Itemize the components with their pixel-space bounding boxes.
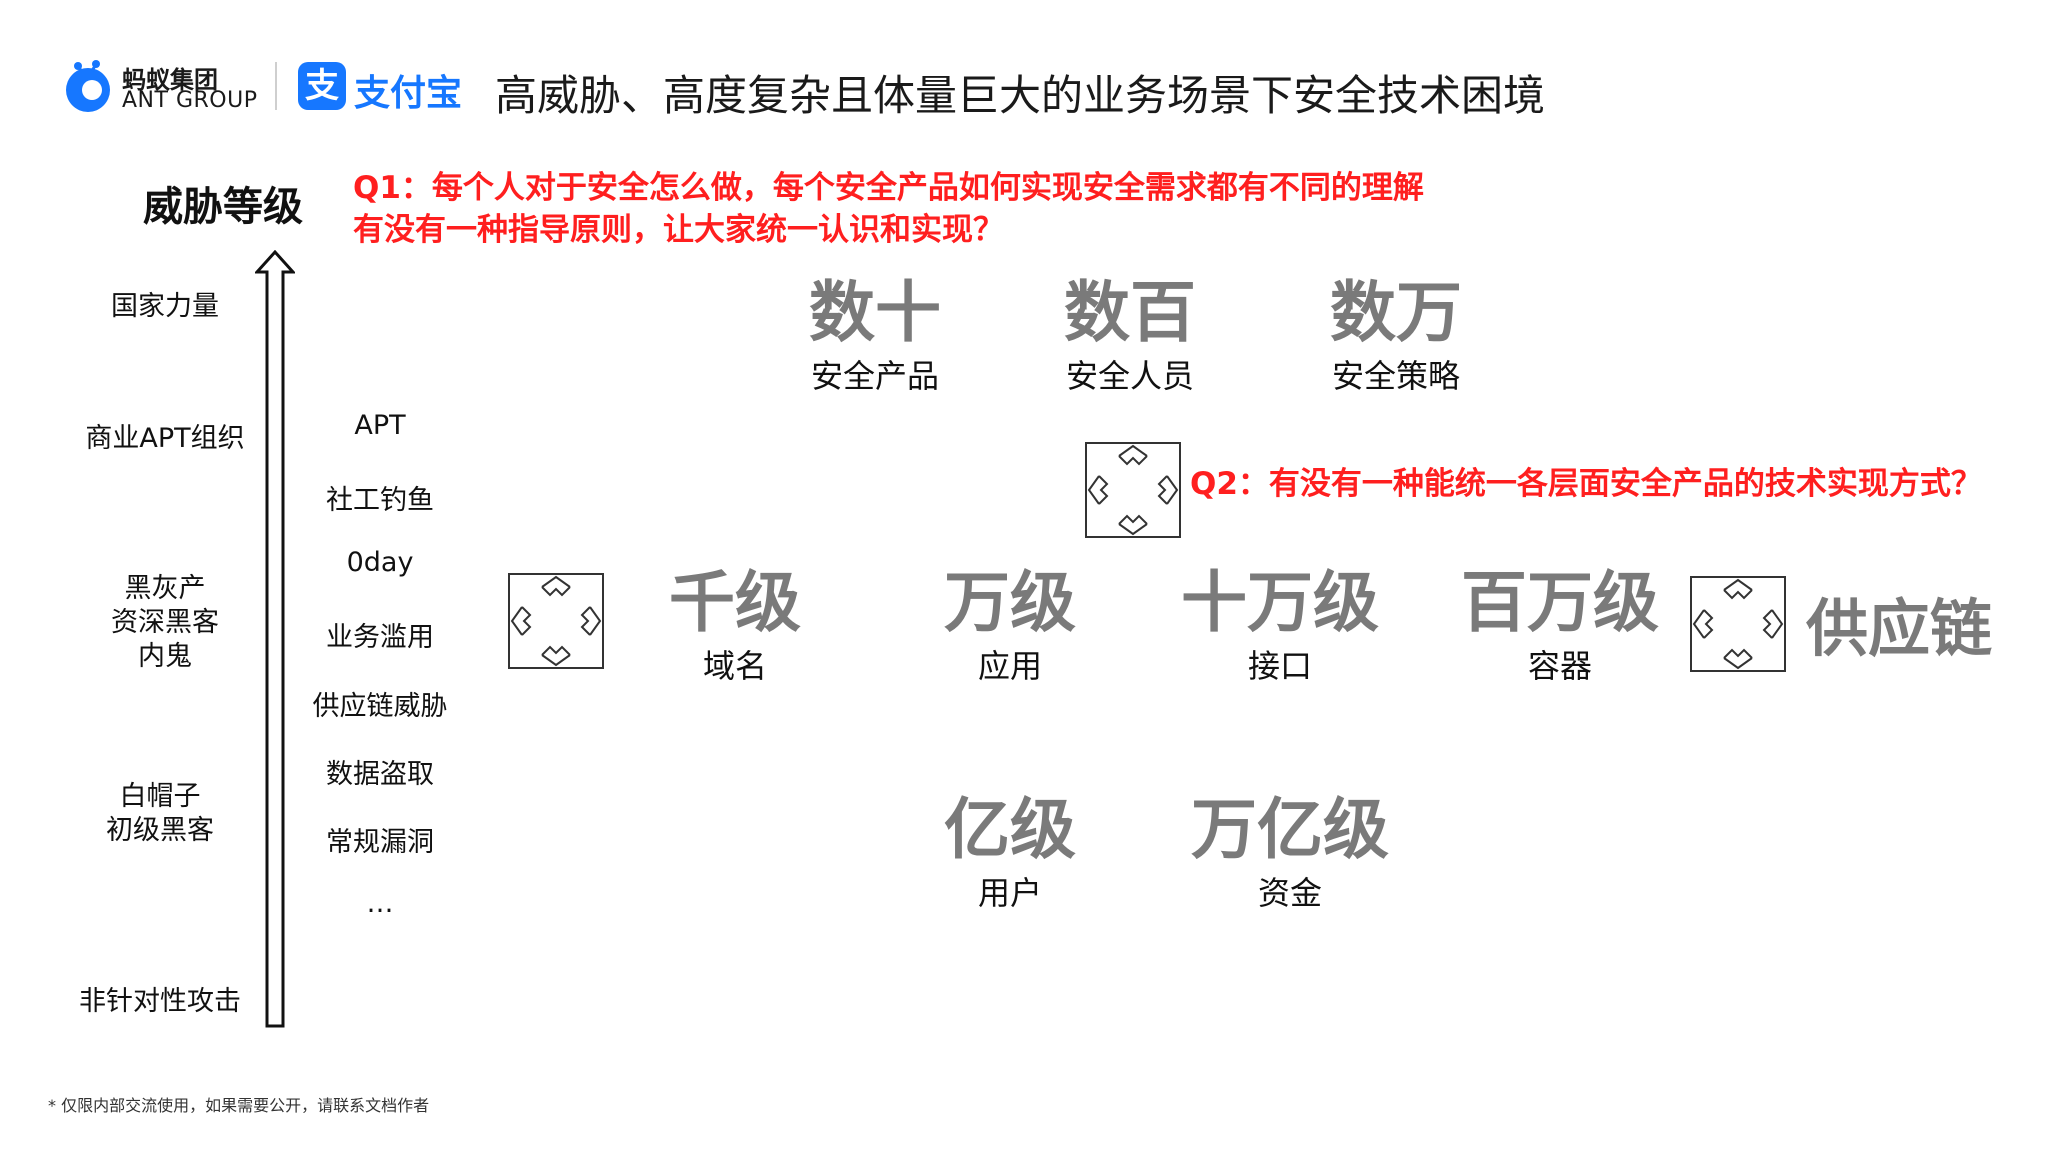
question-q2: Q2：有没有一种能统一各层面安全产品的技术实现方式？ — [1190, 466, 1982, 502]
attack-type-data-theft: 数据盗取 — [326, 759, 434, 790]
alipay-logo: 支 支付宝 — [298, 60, 468, 114]
question-q1-line1: Q1：每个人对于安全怎么做，每个安全产品如何实现安全需求都有不同的理解 — [353, 170, 1424, 206]
metric-label: 接口 — [1247, 647, 1312, 685]
metric-label: 安全产品 — [810, 357, 939, 395]
metric-applications: 万级 应用 — [905, 565, 1115, 687]
threat-level-heading: 威胁等级 — [143, 184, 303, 230]
attack-type-0day: 0day — [346, 547, 414, 578]
attack-type-phishing: 社工钓鱼 — [326, 485, 434, 516]
ant-group-logo: 蚂蚁集团 ANT GROUP — [62, 54, 272, 116]
metric-label: 用户 — [977, 874, 1042, 912]
metric-interfaces: 十万级 接口 — [1160, 565, 1400, 687]
page-title: 高威胁、高度复杂且体量巨大的业务场景下安全技术困境 — [495, 71, 1546, 120]
supply-chain-label: 供应链 — [1806, 592, 1993, 665]
attack-type-more: … — [366, 888, 394, 919]
metric-value: 千级 — [669, 564, 801, 641]
metric-funds: 万亿级 资金 — [1170, 792, 1410, 914]
attack-type-apt: APT — [354, 410, 406, 441]
metric-label: 安全策略 — [1331, 357, 1460, 395]
metric-security-staff: 数百 安全人员 — [1030, 275, 1230, 397]
alipay-logo-text: 支付宝 — [354, 73, 463, 114]
question-q1-line2: 有没有一种指导原则，让大家统一认识和实现？ — [353, 212, 1004, 248]
metric-value: 数百 — [1064, 274, 1196, 351]
metric-value: 数万 — [1330, 274, 1462, 351]
metric-users: 亿级 用户 — [910, 792, 1110, 914]
metric-value: 十万级 — [1181, 564, 1379, 641]
expand-arrows-icon — [1085, 442, 1181, 538]
threat-level-apt: 商业APT组织 — [85, 423, 245, 454]
ant-logo-en: ANT GROUP — [122, 88, 258, 113]
alipay-logo-icon: 支 — [298, 62, 346, 110]
ant-logo-cn: 蚂蚁集团 — [122, 66, 218, 94]
header-divider — [275, 62, 277, 110]
footnote: * 仅限内部交流使用，如果需要公开，请联系文档作者 — [48, 1096, 430, 1115]
attack-type-abuse: 业务滥用 — [326, 622, 434, 653]
expand-arrows-icon — [1690, 576, 1786, 672]
metric-value: 万亿级 — [1191, 791, 1389, 868]
metric-value: 数十 — [809, 274, 941, 351]
ant-logo-icon — [66, 60, 110, 112]
metric-label: 应用 — [977, 647, 1042, 685]
metric-label: 域名 — [702, 647, 767, 685]
metric-label: 安全人员 — [1065, 357, 1194, 395]
metric-security-products: 数十 安全产品 — [775, 275, 975, 397]
attack-type-vulnerability: 常规漏洞 — [326, 827, 434, 858]
metric-domains: 千级 域名 — [635, 565, 835, 687]
metric-security-policies: 数万 安全策略 — [1296, 275, 1496, 397]
attack-type-supply-chain: 供应链威胁 — [312, 691, 448, 722]
metric-value: 百万级 — [1461, 564, 1659, 641]
metric-containers: 百万级 容器 — [1440, 565, 1680, 687]
expand-arrows-icon — [508, 573, 604, 669]
metric-label: 容器 — [1527, 647, 1592, 685]
up-arrow-icon — [255, 250, 295, 1028]
threat-level-national: 国家力量 — [111, 291, 219, 322]
metric-value: 万级 — [944, 564, 1076, 641]
threat-level-blackhat: 黑灰产 资深黑客 内鬼 — [111, 573, 219, 672]
metric-label: 资金 — [1257, 874, 1322, 912]
threat-level-untargeted: 非针对性攻击 — [79, 986, 241, 1017]
metric-value: 亿级 — [944, 791, 1076, 868]
threat-level-whitehat: 白帽子 初级黑客 — [106, 781, 214, 846]
